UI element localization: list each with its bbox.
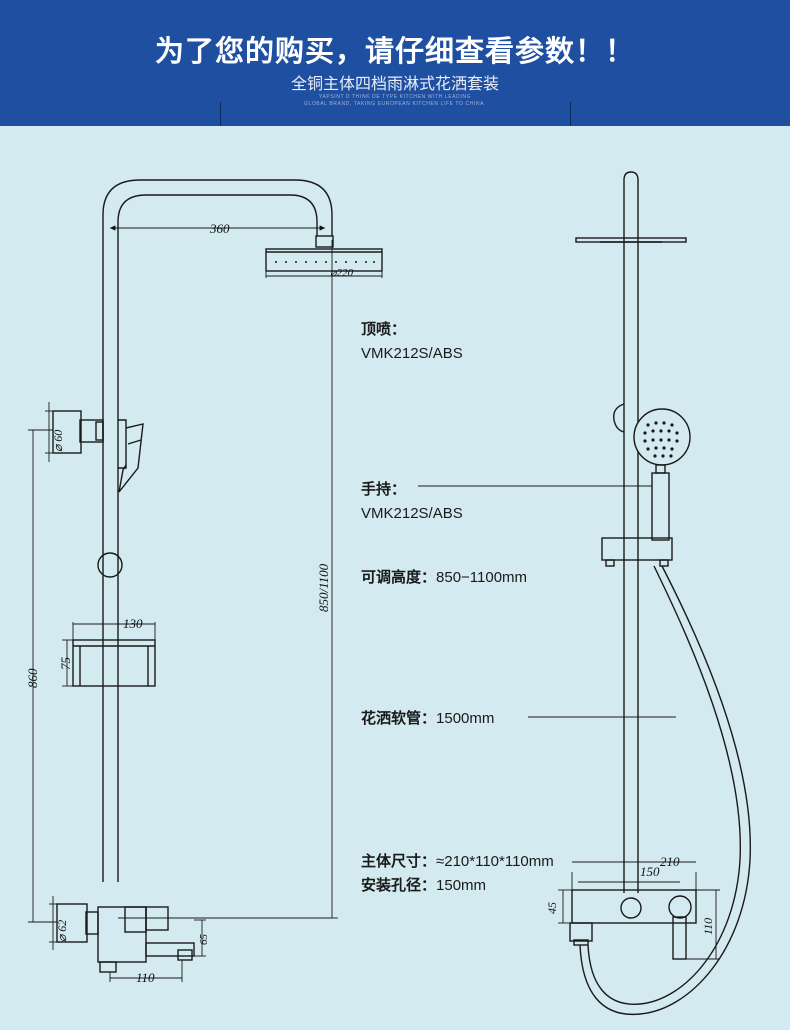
dim-110-bottom-label: 110 <box>136 970 155 985</box>
dim-360-label: 360 <box>209 221 230 236</box>
bottom-wall-bracket <box>56 903 88 943</box>
dim-860-label: 860 <box>25 668 40 688</box>
dim-75-label: 75 <box>58 657 73 671</box>
mixer-body <box>97 906 147 963</box>
top-spray-model: VMK212S/ABS <box>361 345 463 362</box>
handheld-model: VMK212S/ABS <box>361 505 463 522</box>
front-view <box>52 179 383 973</box>
side-mixer-knob-right <box>668 895 692 919</box>
height-label: 可调高度： <box>361 569 437 586</box>
side-bracket <box>613 403 625 433</box>
dim-150-label: 150 <box>640 864 660 879</box>
tagline-line-1: YAPSINT D THINK DE TYPE KITCHEN WITH LEA… <box>318 94 472 100</box>
banner-tick-right <box>570 102 571 126</box>
header-banner: 为了您的购买，请仔细查看参数！！ 全铜主体四档雨淋式花洒套装 YAPSINT D… <box>0 0 790 126</box>
height-spec: 可调高度：850−1100mm <box>361 566 527 587</box>
dim-110-right-label: 110 <box>701 918 715 935</box>
head-connector <box>315 235 334 248</box>
bath-spout <box>145 942 195 957</box>
dim-45-label: 45 <box>545 902 559 914</box>
side-riser-pipe <box>623 171 639 893</box>
mixer-lever <box>145 906 169 931</box>
top-spray-label: 顶喷： <box>361 321 407 338</box>
handheld-label: 手持： <box>361 481 407 498</box>
page-title: 为了您的购买，请仔细查看参数！！ <box>154 34 635 68</box>
side-mixer-lever <box>672 916 687 960</box>
body-size-label: 主体尺寸： <box>361 853 437 870</box>
dim-850-1100-label: 850/1100 <box>316 563 331 612</box>
handheld-spec: 手持： VMK212S/ABS <box>361 478 463 522</box>
page-subtitle: 全铜主体四档雨淋式花洒套装 <box>290 74 499 93</box>
side-mixer-body <box>571 889 697 924</box>
top-spray-spec: 顶喷： VMK212S/ABS <box>361 318 463 362</box>
dim-220-label: ⌀220 <box>330 267 354 279</box>
wall-bracket-top <box>52 410 82 454</box>
slider-knob <box>97 552 123 578</box>
dim-65-label: 65 <box>198 934 210 946</box>
shower-head-dots <box>275 261 375 263</box>
side-handheld-handle <box>655 464 666 474</box>
riser-pipe-inner <box>117 194 318 882</box>
dim-60-label: ⌀ 60 <box>51 430 65 452</box>
dim-210-label: 210 <box>660 854 680 869</box>
body-size-value: ≈210*110*110mm <box>436 853 554 870</box>
hose-spec: 花洒软管：1500mm <box>361 707 494 728</box>
front-dimension-lines <box>28 225 383 982</box>
side-slider <box>601 537 673 561</box>
shower-hose-inner <box>587 565 741 1005</box>
hole-spec: 安装孔径：150mm <box>361 874 486 895</box>
handheld-shower <box>118 423 144 493</box>
handheld-holder <box>118 419 127 469</box>
body-size-spec: 主体尺寸：≈210*110*110mm <box>361 850 554 871</box>
banner-tick-left <box>220 102 221 126</box>
top-shower-head <box>265 248 383 272</box>
dim-62-label: ⌀ 62 <box>55 920 69 942</box>
riser-pipe-outer <box>102 179 333 882</box>
hose-label: 花洒软管： <box>361 710 437 727</box>
side-dimension-lines <box>418 485 720 960</box>
side-view <box>569 171 751 1016</box>
soap-basket <box>72 639 156 687</box>
dim-130-label: 130 <box>123 616 143 631</box>
side-mixer-knob-left <box>620 897 642 919</box>
side-handheld-dots <box>643 421 679 458</box>
tagline-line-2: GLOBAL BRAND, TAKING EUROPEAN KITCHEN LI… <box>303 101 487 107</box>
hole-value: 150mm <box>436 877 487 894</box>
hose-value: 1500mm <box>436 710 495 727</box>
hole-label: 安装孔径： <box>361 877 437 894</box>
height-value: 850−1100mm <box>436 569 528 586</box>
technical-drawing: 360 ⌀220 ⌀ 60 850/1100 130 75 860 ⌀ 62 6… <box>25 171 751 1016</box>
shower-hose-outer <box>579 565 751 1016</box>
side-mixer-inlet <box>569 922 593 942</box>
